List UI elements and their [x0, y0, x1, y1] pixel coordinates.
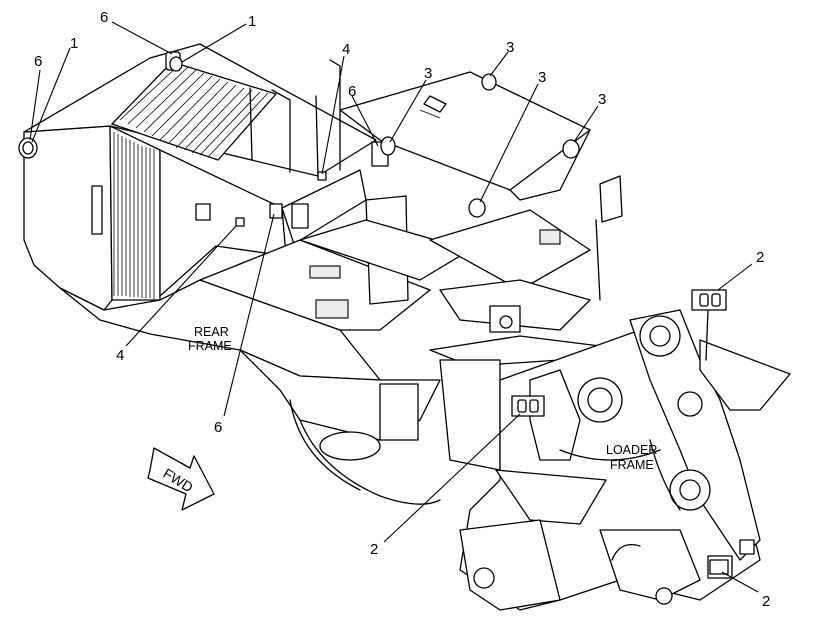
leader-lines — [29, 21, 759, 593]
callout-4-bottom-left: 4 — [116, 347, 124, 364]
callout-3-top: 3 — [424, 65, 432, 82]
callout-1-left: 1 — [70, 35, 78, 52]
callout-6-left: 6 — [34, 53, 42, 70]
callout-4-top: 4 — [342, 41, 350, 58]
loader-frame-label-line1: LOADER — [606, 443, 657, 457]
articulation-hitch — [429, 279, 601, 471]
callout-2-bottom-right: 2 — [762, 593, 770, 610]
callout-6-bottom: 6 — [214, 419, 222, 436]
fwd-arrow: FWD — [147, 447, 215, 511]
callout-2-bottom-center: 2 — [370, 541, 378, 558]
rear-frame-label-line2: FRAME — [188, 339, 232, 353]
callout-3-right-c: 3 — [598, 91, 606, 108]
callout-numbers: 6 1 6 1 4 3 6 3 3 3 2 4 6 2 2 — [34, 9, 770, 610]
lamp-parts — [18, 51, 729, 575]
callout-3-right-a: 3 — [506, 39, 514, 56]
rear-frame-body — [59, 195, 591, 505]
callout-3-right-b: 3 — [538, 69, 546, 86]
callout-6-top-left: 6 — [100, 9, 108, 26]
callout-1-top: 1 — [248, 13, 256, 30]
loader-frame-label-line2: FRAME — [610, 458, 654, 472]
hood-plate — [339, 71, 591, 201]
rear-frame-label-line1: REAR — [194, 325, 229, 339]
callout-2-right: 2 — [756, 249, 764, 266]
engine-enclosure — [23, 43, 377, 311]
callout-6-mid: 6 — [348, 83, 356, 100]
